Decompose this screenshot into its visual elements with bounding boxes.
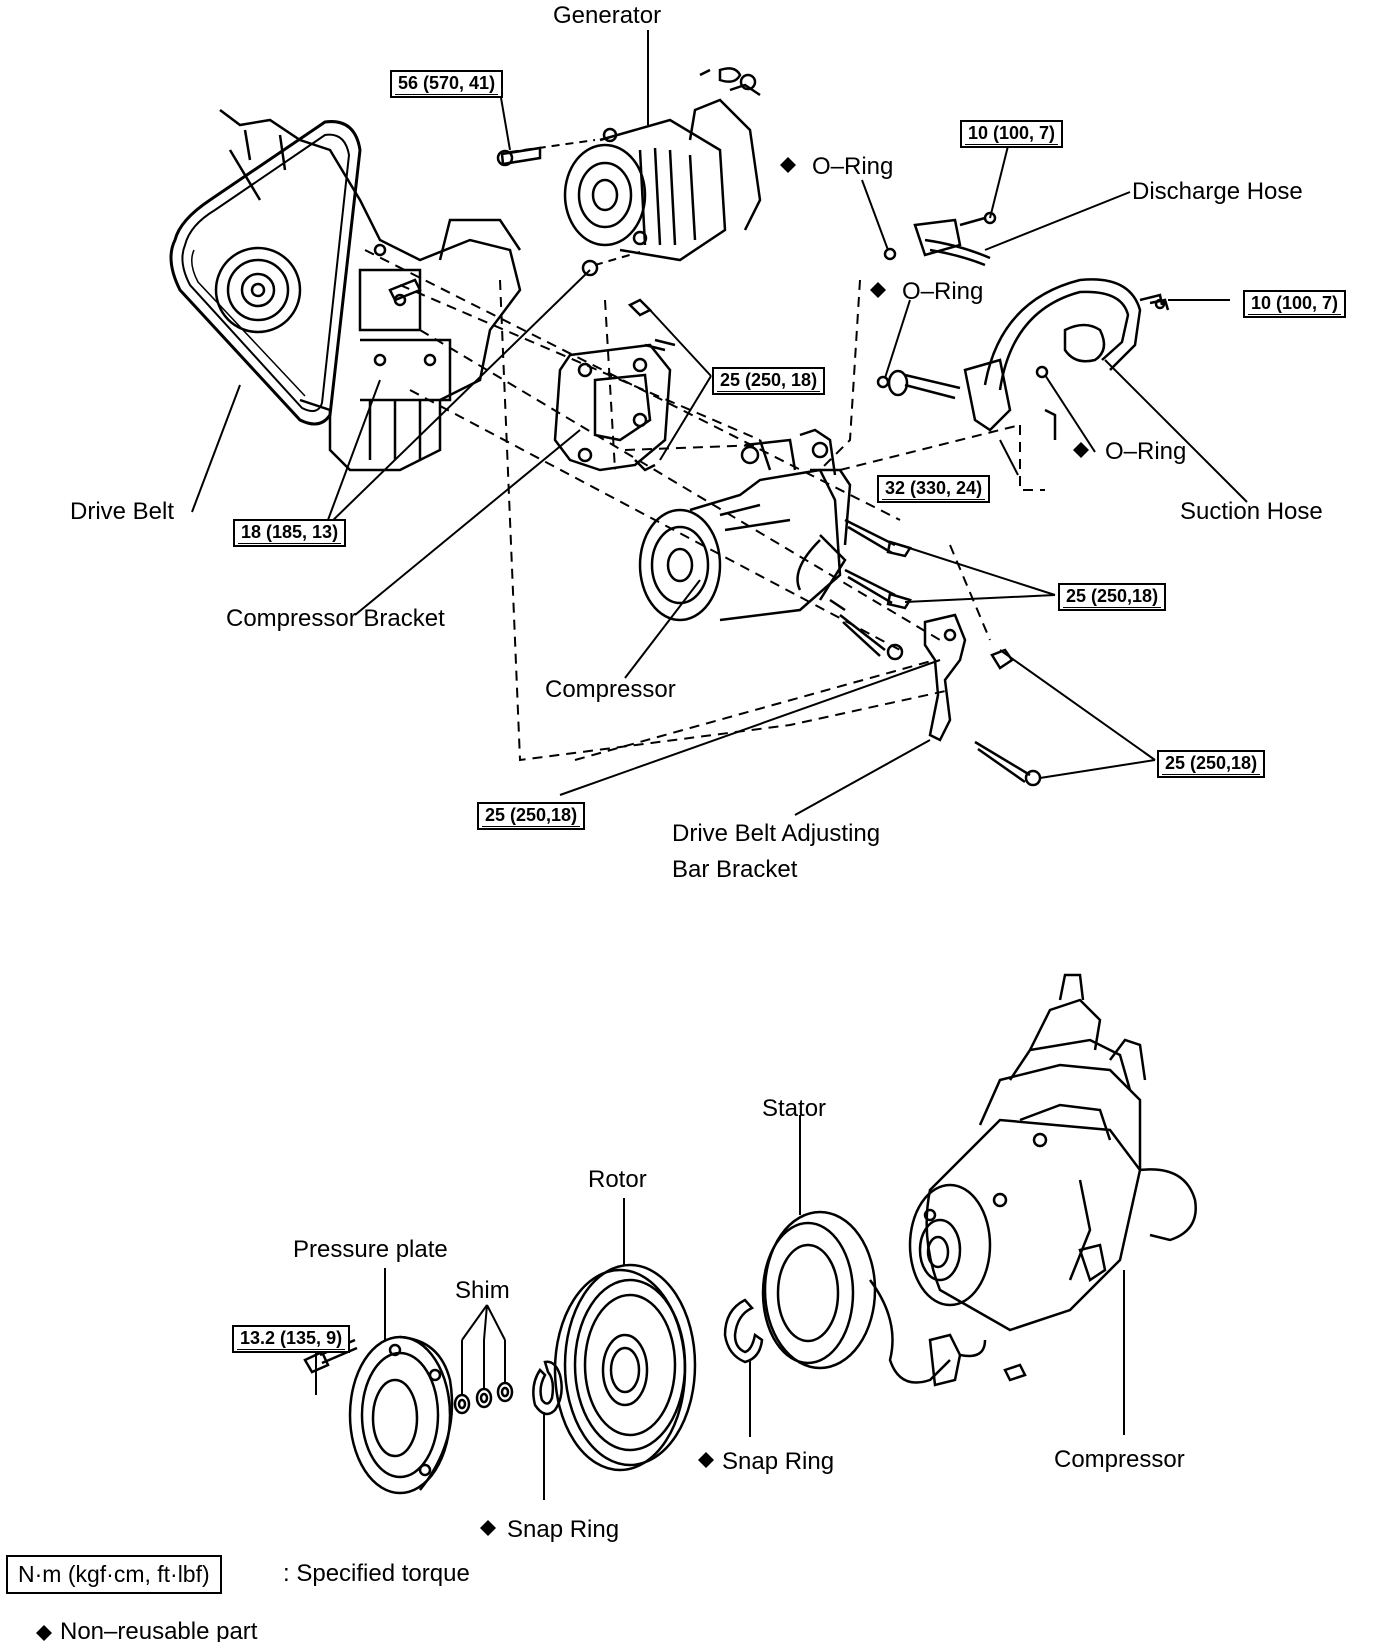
generator [563,67,762,262]
label-drive-belt-adjusting: Drive Belt Adjusting [672,820,881,847]
pressure-plate [348,1335,454,1495]
label-snap-ring-1: Snap Ring [722,1448,835,1475]
compressor-mounting-bolts [839,518,1042,787]
torque-spec-hose-bracket: 32 (330, 24) [877,475,991,503]
snap-ring-2 [723,1298,764,1364]
torque-spec-engine-bolts: 18 (185, 13) [233,519,347,547]
label-compressor-bracket: Compressor Bracket [226,605,445,632]
shims [453,1381,514,1415]
label-stator: Stator [762,1095,827,1122]
label-snap-ring-2: Snap Ring [507,1516,620,1543]
torque-spec-discharge-bolt: 10 (100, 7) [960,120,1064,148]
label-bar-bracket: Bar Bracket [672,856,798,883]
torque-spec-pressure-plate-bolt: 13.2 (135, 9) [232,1325,351,1353]
stator [761,1210,1027,1387]
leader-lines-bottom [315,1115,1125,1500]
label-discharge-hose: Discharge Hose [1132,178,1303,205]
label-pressure-plate: Pressure plate [293,1236,448,1263]
generator-bolts [496,139,641,277]
label-compressor-bottom: Compressor [1054,1446,1185,1473]
nonreusable-markers [36,157,1089,1641]
legend-nonreusable: Non–reusable part [60,1618,258,1642]
leader-lines [191,30,1248,816]
label-o-ring-2: O–Ring [902,278,984,305]
rotor [553,1263,697,1472]
torque-spec-adjusting-bar: 25 (250,18) [1157,750,1266,778]
dashed-guides [364,249,1045,762]
compressor-bottom [908,973,1197,1332]
suction-hose [876,278,1164,432]
label-o-ring-3: O–Ring [1105,438,1187,465]
torque-spec-lower-bolt: 25 (250,18) [477,802,586,830]
legend-unit-box: N·m (kgf·cm, ft·lbf) [6,1555,222,1594]
o-rings [883,247,1049,379]
label-o-ring-1: O–Ring [812,153,894,180]
torque-spec-suction-bolt: 10 (100, 7) [1243,290,1347,318]
discharge-hose [913,211,997,267]
label-suction-hose: Suction Hose [1180,498,1323,525]
label-rotor: Rotor [588,1166,647,1193]
torque-spec-compressor-bolts: 25 (250,18) [1058,583,1167,611]
legend-unit-description: : Specified torque [283,1560,470,1587]
label-generator: Generator [553,2,662,29]
compressor-bracket [553,343,672,472]
snap-ring-1 [532,1360,563,1416]
drive-belt [169,120,362,426]
crank-pulley [214,246,302,334]
label-compressor-top: Compressor [545,676,676,703]
compressor-top [638,428,852,622]
torque-spec-bracket-bolts: 25 (250, 18) [712,367,826,395]
hose-bolts [1044,298,1170,440]
label-shim: Shim [455,1277,510,1304]
label-drive-belt: Drive Belt [70,498,175,525]
torque-spec-generator-bolt: 56 (570, 41) [390,70,504,98]
adjusting-bar-bracket [923,613,1014,742]
